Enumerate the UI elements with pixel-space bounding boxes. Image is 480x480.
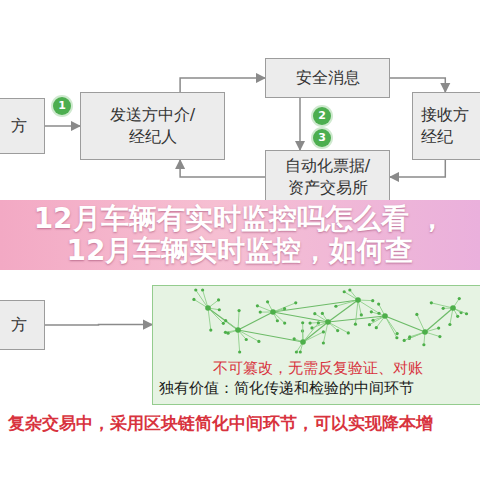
- node-text: 安全消息: [296, 67, 360, 89]
- title-banner: 12月车辆有实时监控吗怎么看 ，12月车辆实时监控，如何查: [0, 200, 480, 270]
- node-text: 发送方中介/ 经纪人: [89, 104, 216, 147]
- flow-arrow: [180, 160, 265, 177]
- summary-note: 复杂交易中，采用区块链简化中间环节，可以实现降本增: [8, 412, 433, 435]
- flow-arrow: [390, 78, 445, 92]
- callout-number: 3: [313, 129, 331, 147]
- party-box: 方: [0, 98, 45, 154]
- process-box: 发送方中介/ 经纪人: [80, 92, 225, 160]
- party-box: 接收方 经纪: [412, 92, 480, 160]
- flow-arrow: [45, 324, 152, 326]
- callout-number: 1: [53, 97, 71, 115]
- callout-number: 2: [313, 107, 331, 125]
- process-box: 安全消息: [265, 58, 390, 98]
- node-text: 自动化票据/ 资产交易所: [274, 155, 381, 198]
- node-text: 独有价值：简化传递和检验的中间环节: [159, 379, 414, 399]
- flow-arrow: [390, 160, 445, 177]
- process-box: 自动化票据/ 资产交易所: [265, 150, 390, 204]
- banner-title: 12月车辆有实时监控吗怎么看 ，12月车辆实时监控，如何查: [12, 203, 468, 267]
- node-text: 方: [11, 314, 27, 336]
- party-box: 方: [0, 300, 45, 350]
- flow-arrow: [299, 98, 301, 150]
- flow-arrow: [45, 125, 80, 127]
- flow-arrow: [180, 78, 265, 92]
- node-text: 方: [11, 115, 27, 137]
- node-text: 不可篡改，无需反复验证、对账: [213, 359, 423, 379]
- network-graph: [153, 286, 480, 358]
- node-text: 接收方 经纪: [421, 104, 480, 147]
- network-panel: 不可篡改，无需反复验证、对账独有价值：简化传递和检验的中间环节: [152, 285, 480, 405]
